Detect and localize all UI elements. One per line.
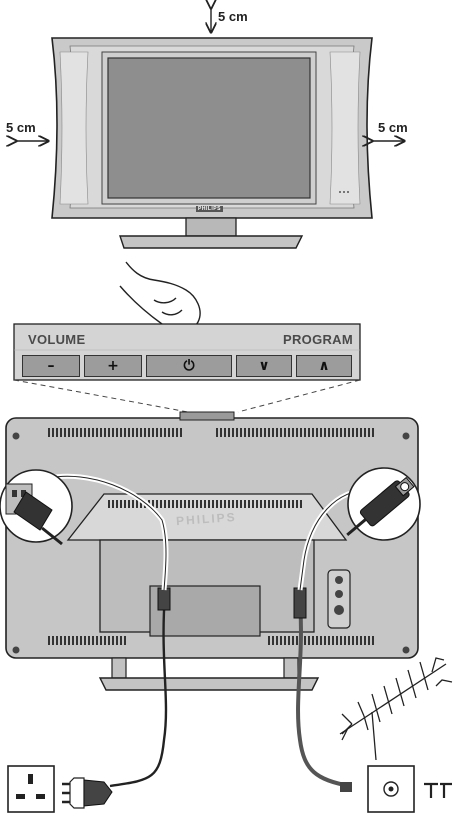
tv-back (6, 412, 418, 690)
front-brand-logo: PHILIPS (196, 206, 223, 212)
program-up-button[interactable]: ∧ (296, 355, 352, 377)
antenna-icon (340, 658, 452, 760)
aerial-symbol-icon (424, 784, 452, 798)
volume-up-button[interactable]: + (84, 355, 142, 377)
program-label: PROGRAM (283, 332, 353, 347)
antenna-socket-icon (340, 766, 414, 812)
mains-plug-icon (62, 778, 112, 808)
clearance-label-right: 5 cm (378, 120, 408, 135)
volume-label: VOLUME (28, 332, 85, 347)
tv-front (52, 38, 372, 248)
power-icon: ⏻ (183, 358, 194, 374)
clearance-label-top: 5 cm (218, 9, 248, 24)
power-button[interactable]: ⏻ (146, 355, 232, 377)
volume-down-button[interactable]: – (22, 355, 80, 377)
program-down-button[interactable]: ∨ (236, 355, 292, 377)
wall-socket-icon (8, 766, 54, 812)
clearance-label-left: 5 cm (6, 120, 36, 135)
